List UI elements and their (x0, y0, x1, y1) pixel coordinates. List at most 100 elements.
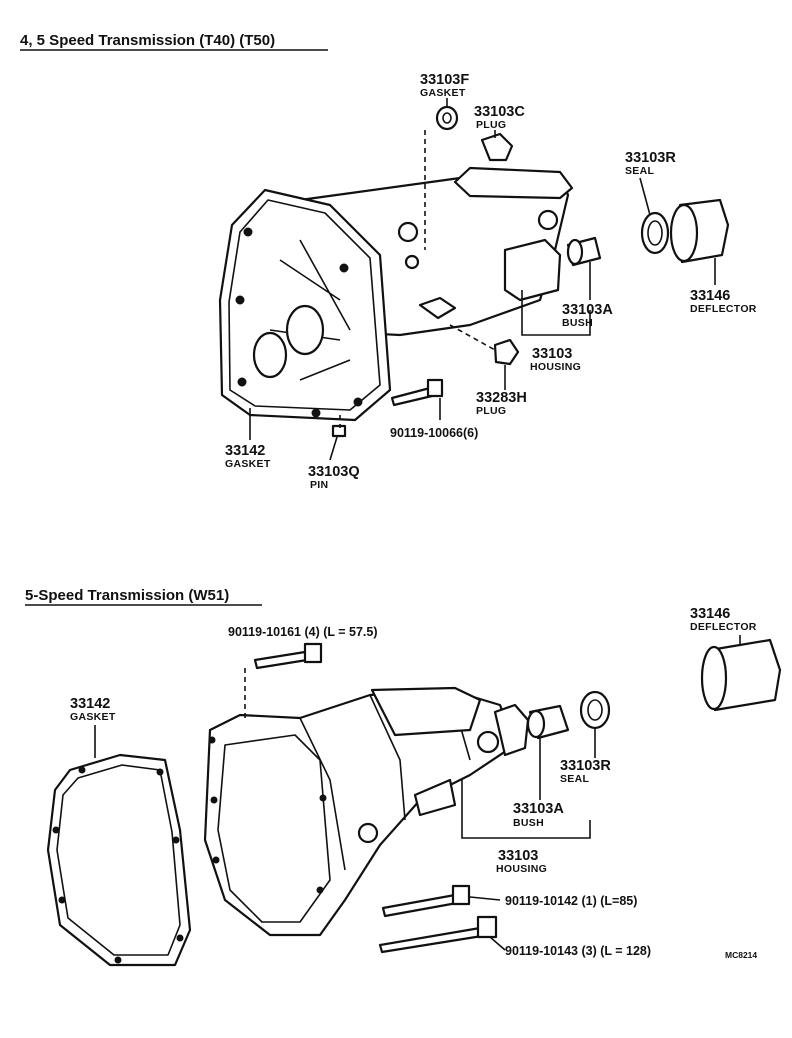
part-number-33142-b: 33142 (70, 696, 110, 712)
flange-hole (235, 295, 245, 305)
gasket-part-bottom (46, 753, 192, 967)
bolt-head-85 (451, 884, 471, 906)
flange-hole (208, 736, 216, 744)
part-name-plug-2: PLUG (476, 405, 506, 417)
part-name-housing: HOUSING (530, 361, 581, 373)
housing-rear-extension-bottom (493, 703, 530, 757)
gasket-ring-top (435, 105, 459, 131)
part-name-housing-b: HOUSING (496, 863, 547, 875)
part-name-gasket: GASKET (420, 87, 466, 99)
pin-part (331, 424, 347, 438)
leader (329, 436, 338, 461)
part-number-33142: 33142 (225, 443, 265, 459)
part-name-deflector: DEFLECTOR (690, 303, 757, 315)
seal-part-top (640, 211, 670, 255)
part-number-33103A: 33103A (562, 302, 613, 318)
part-number-33103R: 33103R (625, 150, 676, 166)
housing-rear-extension (503, 238, 562, 302)
leader-dash (449, 324, 496, 351)
bolt-head-128 (476, 915, 498, 939)
part-number-33103R-b: 33103R (560, 758, 611, 774)
flange-hole (212, 856, 220, 864)
leader-bracket (521, 290, 591, 336)
gasket-hole (114, 956, 122, 964)
flange-hole (353, 397, 363, 407)
housing-drawing-bottom (203, 686, 530, 937)
housing-bell (217, 734, 331, 923)
bolt-number-90119-10066: 90119-10066(6) (390, 426, 478, 440)
housing-hole (357, 822, 379, 844)
part-name-bush: BUSH (562, 317, 593, 329)
housing-boss-bottom (413, 778, 457, 817)
part-number-33103-b: 33103 (498, 848, 538, 864)
housing-boss (418, 296, 457, 320)
flange-hole (243, 227, 253, 237)
bush-end (566, 238, 584, 266)
flange-hole (237, 377, 247, 387)
plug-hole (397, 221, 419, 243)
housing-plug-boss (476, 730, 500, 754)
bolt-part-128 (378, 926, 484, 954)
gasket-hole (58, 896, 66, 904)
part-name-gasket-b: GASKET (70, 711, 116, 723)
gasket-hole (78, 766, 86, 774)
section-title-bottom: 5-Speed Transmission (W51) (25, 587, 229, 604)
part-number-33146: 33146 (690, 288, 730, 304)
gasket-hole (176, 934, 184, 942)
leader (639, 177, 651, 216)
part-name-bush-b: BUSH (513, 817, 544, 829)
seal-inner-bottom (587, 699, 603, 721)
part-number-33103A-b: 33103A (513, 801, 564, 817)
deflector-rim (669, 203, 699, 263)
housing-top-cover (453, 166, 574, 200)
part-number-33146-b: 33146 (690, 606, 730, 622)
gasket-hole (52, 826, 60, 834)
bolt-part-57 (253, 650, 309, 670)
bolt-number-90119-10143: 90119-10143 (3) (L = 128) (505, 944, 651, 958)
housing-bore-2 (285, 304, 325, 356)
seal-part-bottom (579, 690, 611, 730)
plug-bottom-part (493, 338, 520, 366)
drawing-code: MC8214 (725, 950, 757, 960)
flange-hole (311, 408, 321, 418)
flange-hole (319, 794, 327, 802)
part-number-33103F: 33103F (420, 72, 469, 88)
bolt-head-57 (303, 642, 323, 664)
plug-top-part (480, 132, 514, 162)
section-top: 4, 5 Speed Transmission (T40) (T50) (20, 32, 757, 491)
part-name-seal-b: SEAL (560, 773, 589, 785)
gasket-hole (172, 836, 180, 844)
gasket-ring-inner (442, 112, 452, 124)
part-number-33103Q: 33103Q (308, 464, 360, 480)
section-title-top: 4, 5 Speed Transmission (T40) (T50) (20, 32, 275, 49)
housing-bore (252, 331, 288, 379)
gasket-outline-top (228, 199, 381, 411)
bolt-part-top (390, 386, 434, 407)
part-name-plug: PLUG (476, 119, 506, 131)
leader (469, 896, 501, 901)
leader-bracket (461, 780, 591, 839)
housing-top-cover-bottom (370, 686, 482, 737)
plug-hole (404, 254, 420, 270)
bolt-part-85 (381, 893, 459, 918)
part-number-33103C: 33103C (474, 104, 525, 120)
part-name-deflector-b: DEFLECTOR (690, 621, 757, 633)
bolt-number-90119-10161: 90119-10161 (4) (L = 57.5) (228, 625, 378, 639)
deflector-rim-bottom (700, 645, 728, 711)
part-name-gasket-2: GASKET (225, 458, 271, 470)
part-name-pin: PIN (310, 479, 328, 491)
section-bottom: 5-Speed Transmission (W51) (25, 587, 782, 967)
flange-hole (316, 886, 324, 894)
bolt-head (426, 378, 444, 398)
bolt-number-90119-10142: 90119-10142 (1) (L=85) (505, 894, 637, 908)
seal-inner (647, 220, 663, 246)
leader (489, 936, 506, 951)
housing-drawing-top (218, 166, 574, 422)
flange-hole (210, 796, 218, 804)
part-number-33283H: 33283H (476, 390, 527, 406)
part-name-seal: SEAL (625, 165, 654, 177)
housing-ribs (269, 239, 351, 381)
part-number-33103: 33103 (532, 346, 572, 362)
gasket-hole (156, 768, 164, 776)
